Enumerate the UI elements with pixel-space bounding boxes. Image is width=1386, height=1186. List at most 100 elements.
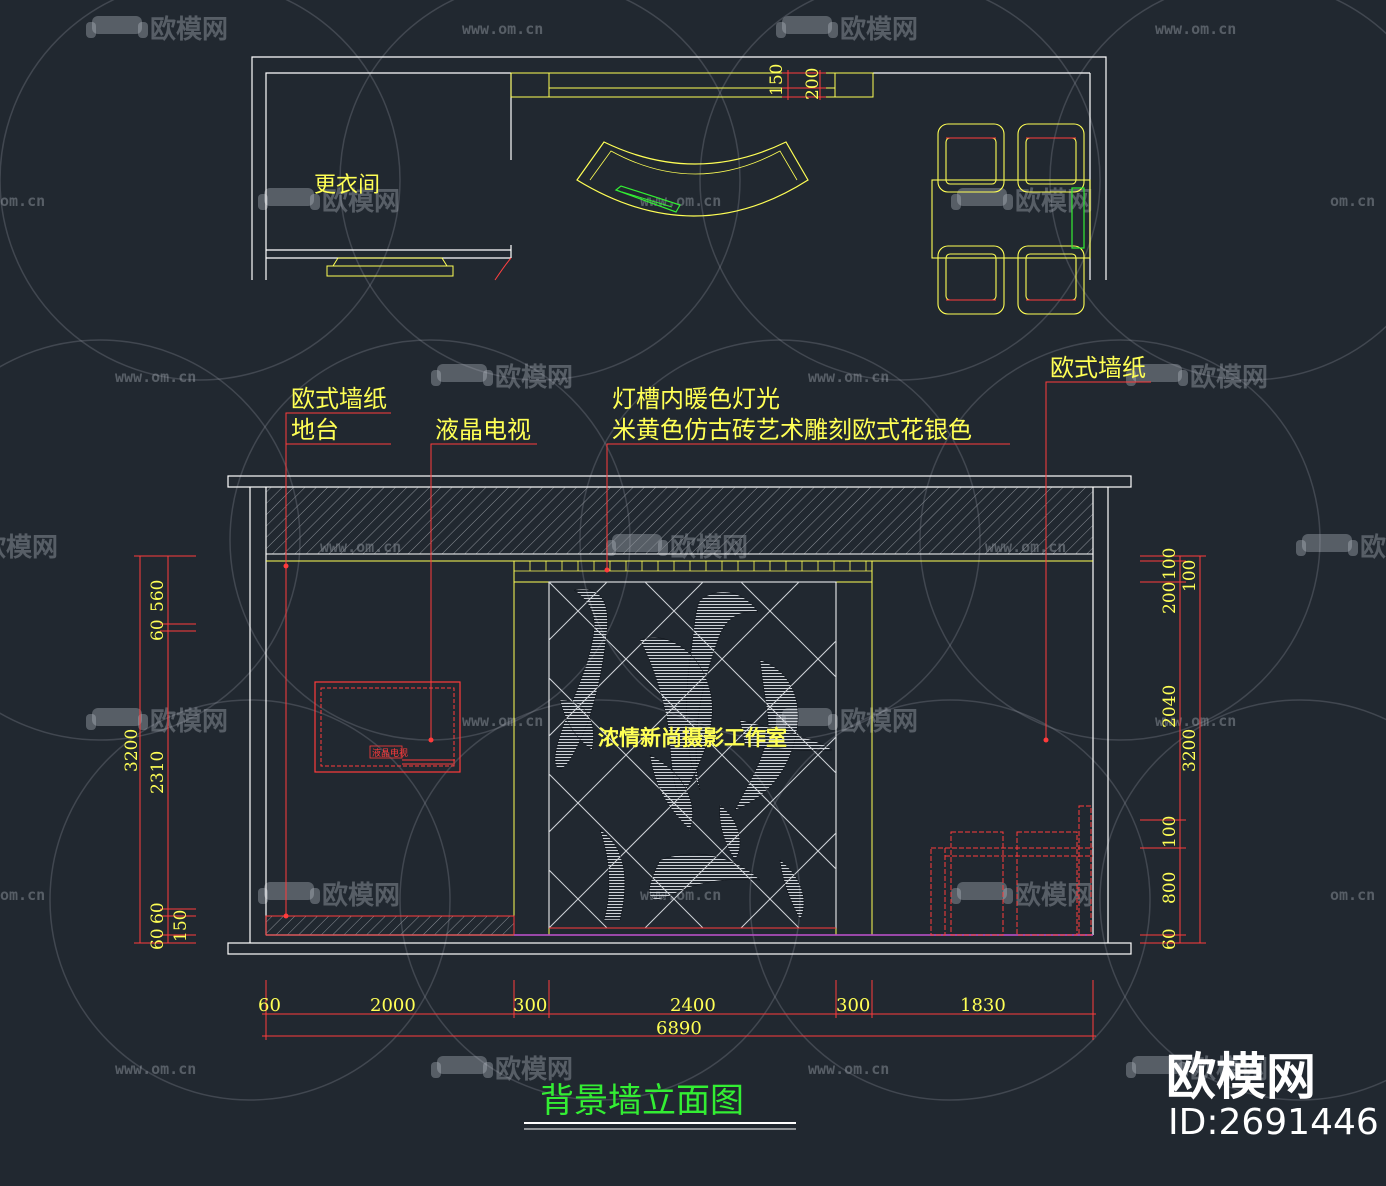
watermark-brand: 欧模网 (431, 362, 573, 393)
plan-side-lamp (1071, 187, 1085, 249)
diamond-grid-line (549, 582, 608, 641)
diamond-grid-line (740, 832, 836, 928)
plan-inner-wall (265, 72, 511, 280)
watermark-url: www.om.cn (462, 20, 543, 38)
plan-curved-sofa (576, 141, 809, 217)
elevation-chairs (930, 805, 1093, 936)
right-dim-60: 60 (1160, 928, 1180, 950)
diamond-grid-line (837, 582, 1183, 928)
watermark-brand: 欧模网 (258, 186, 400, 217)
bottom-dim-300b: 300 (836, 995, 870, 1016)
right-dimensions: 100 200 100 2040 3200 100 800 60 (1140, 548, 1206, 950)
diamond-grid-line (1221, 582, 1386, 928)
callout-platform: 地台 (291, 416, 339, 444)
svg-text:欧模网: 欧模网 (150, 706, 228, 737)
svg-text:欧模网: 欧模网 (1015, 880, 1093, 911)
svg-text:欧模网: 欧模网 (840, 14, 918, 45)
right-dim-3200: 3200 (1180, 729, 1200, 772)
bottom-dimensions: 60 2000 300 2400 300 1830 6890 (258, 980, 1096, 1040)
plan-dim-150: 150 (767, 64, 787, 96)
left-dim-560: 560 (148, 580, 168, 612)
drawing-title: 背景墙立面图 (540, 1081, 744, 1121)
svg-text:欧模网: 欧模网 (840, 706, 918, 737)
leader-lines (285, 381, 1151, 916)
callout-light-trough: 灯槽内暖色灯光 (612, 385, 780, 413)
watermark-url: om.cn (0, 192, 45, 210)
watermark-brand: 欧模网 (1296, 532, 1386, 563)
plan-dim-200: 200 (803, 68, 823, 100)
plan-outer-wall (251, 56, 1107, 280)
watermark-arc (749, 699, 1151, 1101)
diamond-grid-line (549, 773, 704, 928)
left-dim-3200: 3200 (122, 729, 142, 772)
brand-badge-id: ID:2691446 (1168, 1102, 1379, 1143)
svg-text:欧模网: 欧模网 (1190, 362, 1268, 393)
right-dim-100a: 100 (1160, 548, 1180, 580)
diamond-grid-line (165, 582, 511, 928)
bottom-dim-60: 60 (258, 995, 281, 1016)
svg-text:欧模网: 欧模网 (322, 186, 400, 217)
svg-text:欧模网: 欧模网 (495, 362, 573, 393)
brand-badge-name: 欧模网 (1166, 1048, 1316, 1106)
left-dim-60b: 60 (148, 902, 168, 924)
floor-plan: 150 200 更衣间 (251, 56, 1107, 315)
left-dim-60c: 60 (148, 928, 168, 950)
watermark-url: www.om.cn (462, 712, 543, 730)
diamond-grid-line (1029, 582, 1375, 928)
watermark-url: www.om.cn (115, 368, 196, 386)
watermark-brand: 欧模网 (951, 880, 1093, 911)
diamond-grid-line (549, 640, 836, 928)
diamond-grid-line (1317, 582, 1386, 928)
watermark-arc (339, 0, 741, 381)
callout-wallpaper-left: 欧式墙纸 (291, 385, 387, 413)
diamond-grid-line (549, 869, 608, 928)
watermark-url: om.cn (1330, 192, 1375, 210)
left-dim-60a: 60 (148, 619, 168, 641)
dressing-room-label: 更衣间 (314, 173, 380, 198)
bottom-dim-1830: 1830 (960, 995, 1006, 1016)
studio-name-label: 浓情新尚摄影工作室 (598, 725, 787, 750)
watermark-brand: 欧模网 (86, 706, 228, 737)
watermark-brand: 欧模网 (1126, 362, 1268, 393)
right-dim-2040: 2040 (1160, 685, 1180, 728)
watermark-url: www.om.cn (640, 192, 721, 210)
watermark-brand: 欧模网 (431, 1054, 573, 1085)
floor-slab (227, 942, 1132, 955)
floral-carving (554, 588, 833, 921)
watermark-url: om.cn (1330, 886, 1375, 904)
lcd-tv (314, 681, 461, 773)
callout-tile-carving: 米黄色仿古砖艺术雕刻欧式花银色 (612, 416, 972, 444)
watermark-url: om.cn (0, 886, 45, 904)
diamond-grid-line (1029, 582, 1375, 928)
svg-text:欧模网: 欧模网 (1360, 532, 1386, 563)
callout-wallpaper-right: 欧式墙纸 (1050, 354, 1146, 382)
diamond-grid-line (69, 582, 415, 928)
watermark-url: www.om.cn (1155, 20, 1236, 38)
watermark-brand: 欧模网 (776, 14, 918, 45)
svg-text:欧模网: 欧模网 (150, 14, 228, 45)
floor-platform (265, 915, 515, 936)
svg-text:欧模网: 欧模网 (322, 880, 400, 911)
diamond-grid-line (933, 582, 1279, 928)
diamond-grid-line (933, 582, 1279, 928)
left-dim-150: 150 (171, 910, 191, 942)
tv-small-label: 液晶电视 (372, 747, 408, 759)
bottom-dim-total: 6890 (656, 1018, 702, 1039)
right-dim-800: 800 (1160, 872, 1180, 904)
diamond-grid-line (837, 582, 1183, 928)
svg-text:欧模网: 欧模网 (1190, 1054, 1268, 1085)
watermark-arc (1099, 699, 1386, 1101)
watermark-brand: 欧模网 (258, 880, 400, 911)
callout-lcd-tv: 液晶电视 (435, 416, 531, 444)
plan-camera-icon (614, 185, 681, 213)
diamond-grid-line (740, 582, 836, 678)
watermark-brand: 欧模网 (0, 532, 58, 563)
watermark-arc (699, 0, 1101, 381)
svg-text:欧模网: 欧模网 (495, 1054, 573, 1085)
bottom-dim-2400: 2400 (670, 995, 716, 1016)
right-dim-200: 200 (1160, 582, 1180, 614)
bottom-dim-300a: 300 (513, 995, 547, 1016)
right-dim-100b: 100 (1180, 560, 1200, 592)
